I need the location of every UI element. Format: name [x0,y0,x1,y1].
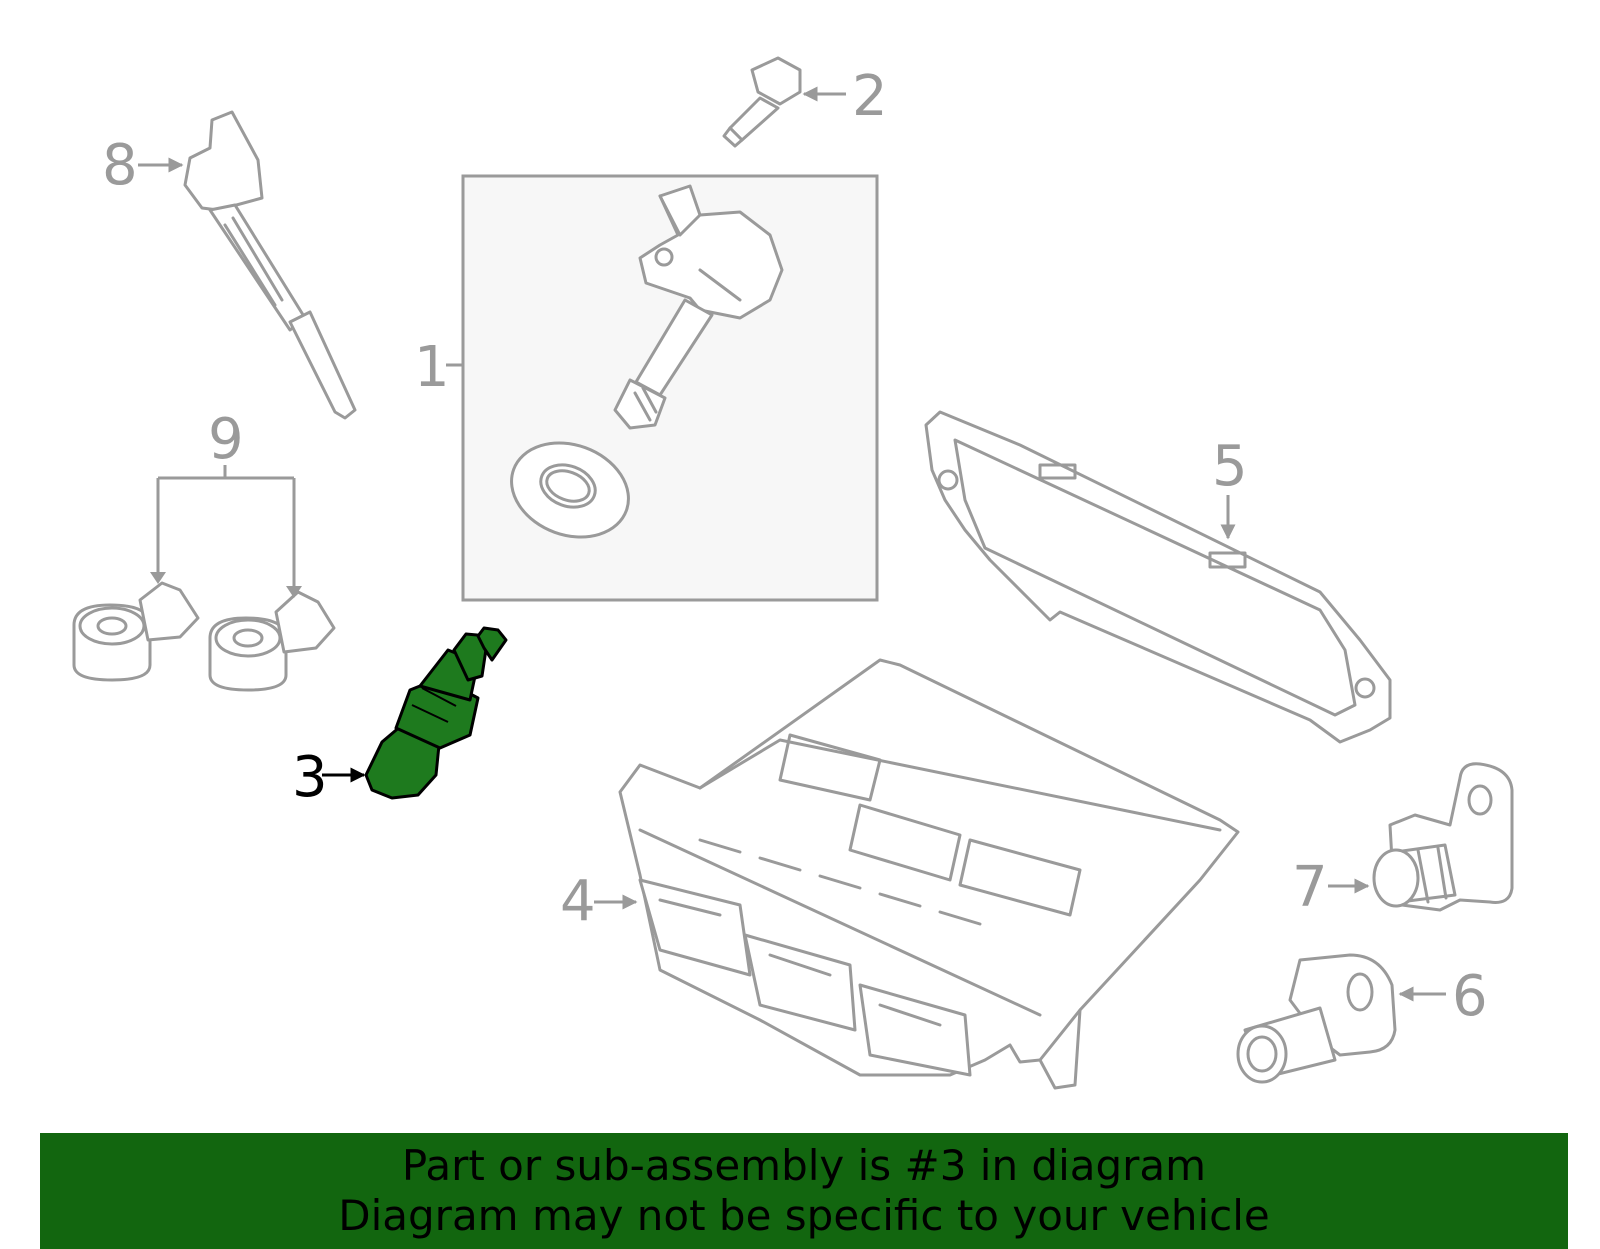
callout-3: 3 [292,745,366,810]
camshaft-sensor-part [1372,762,1514,912]
callout-6: 6 [1398,964,1488,1029]
svg-text:5: 5 [1212,434,1248,499]
svg-text:8: 8 [102,133,138,198]
callout-1: 1 [414,335,463,400]
callout-2: 2 [802,64,888,129]
callout-7: 7 [1292,855,1370,920]
banner-line-part-number: Part or sub-assembly is #3 in diagram [401,1141,1207,1190]
svg-text:4: 4 [560,869,596,934]
info-banner: Part or sub-assembly is #3 in diagram Di… [40,1133,1568,1249]
ignition-coil-part [183,110,357,420]
callout-5: 5 [1212,434,1248,540]
callout-4: 4 [560,869,638,934]
callout-8: 8 [102,133,184,198]
engine-control-module-part [618,658,1240,1090]
knock-sensors-part [72,581,336,692]
parts-diagram: 1 2 8 9 [72,56,1514,1090]
bolt-part [722,56,802,148]
svg-text:6: 6 [1452,964,1488,1029]
spark-plug-part-highlighted [364,626,508,800]
svg-text:3: 3 [292,745,328,810]
svg-text:7: 7 [1292,855,1328,920]
banner-line-disclaimer: Diagram may not be specific to your vehi… [338,1191,1270,1240]
ecm-cover-part [924,410,1392,744]
seal-ring [510,441,630,539]
crankshaft-sensor-part [1236,953,1397,1084]
callout-9: 9 [150,407,302,598]
svg-text:9: 9 [208,407,244,472]
ignition-coil-kit-inset [461,174,879,602]
svg-text:1: 1 [414,335,450,400]
svg-text:2: 2 [852,64,888,129]
